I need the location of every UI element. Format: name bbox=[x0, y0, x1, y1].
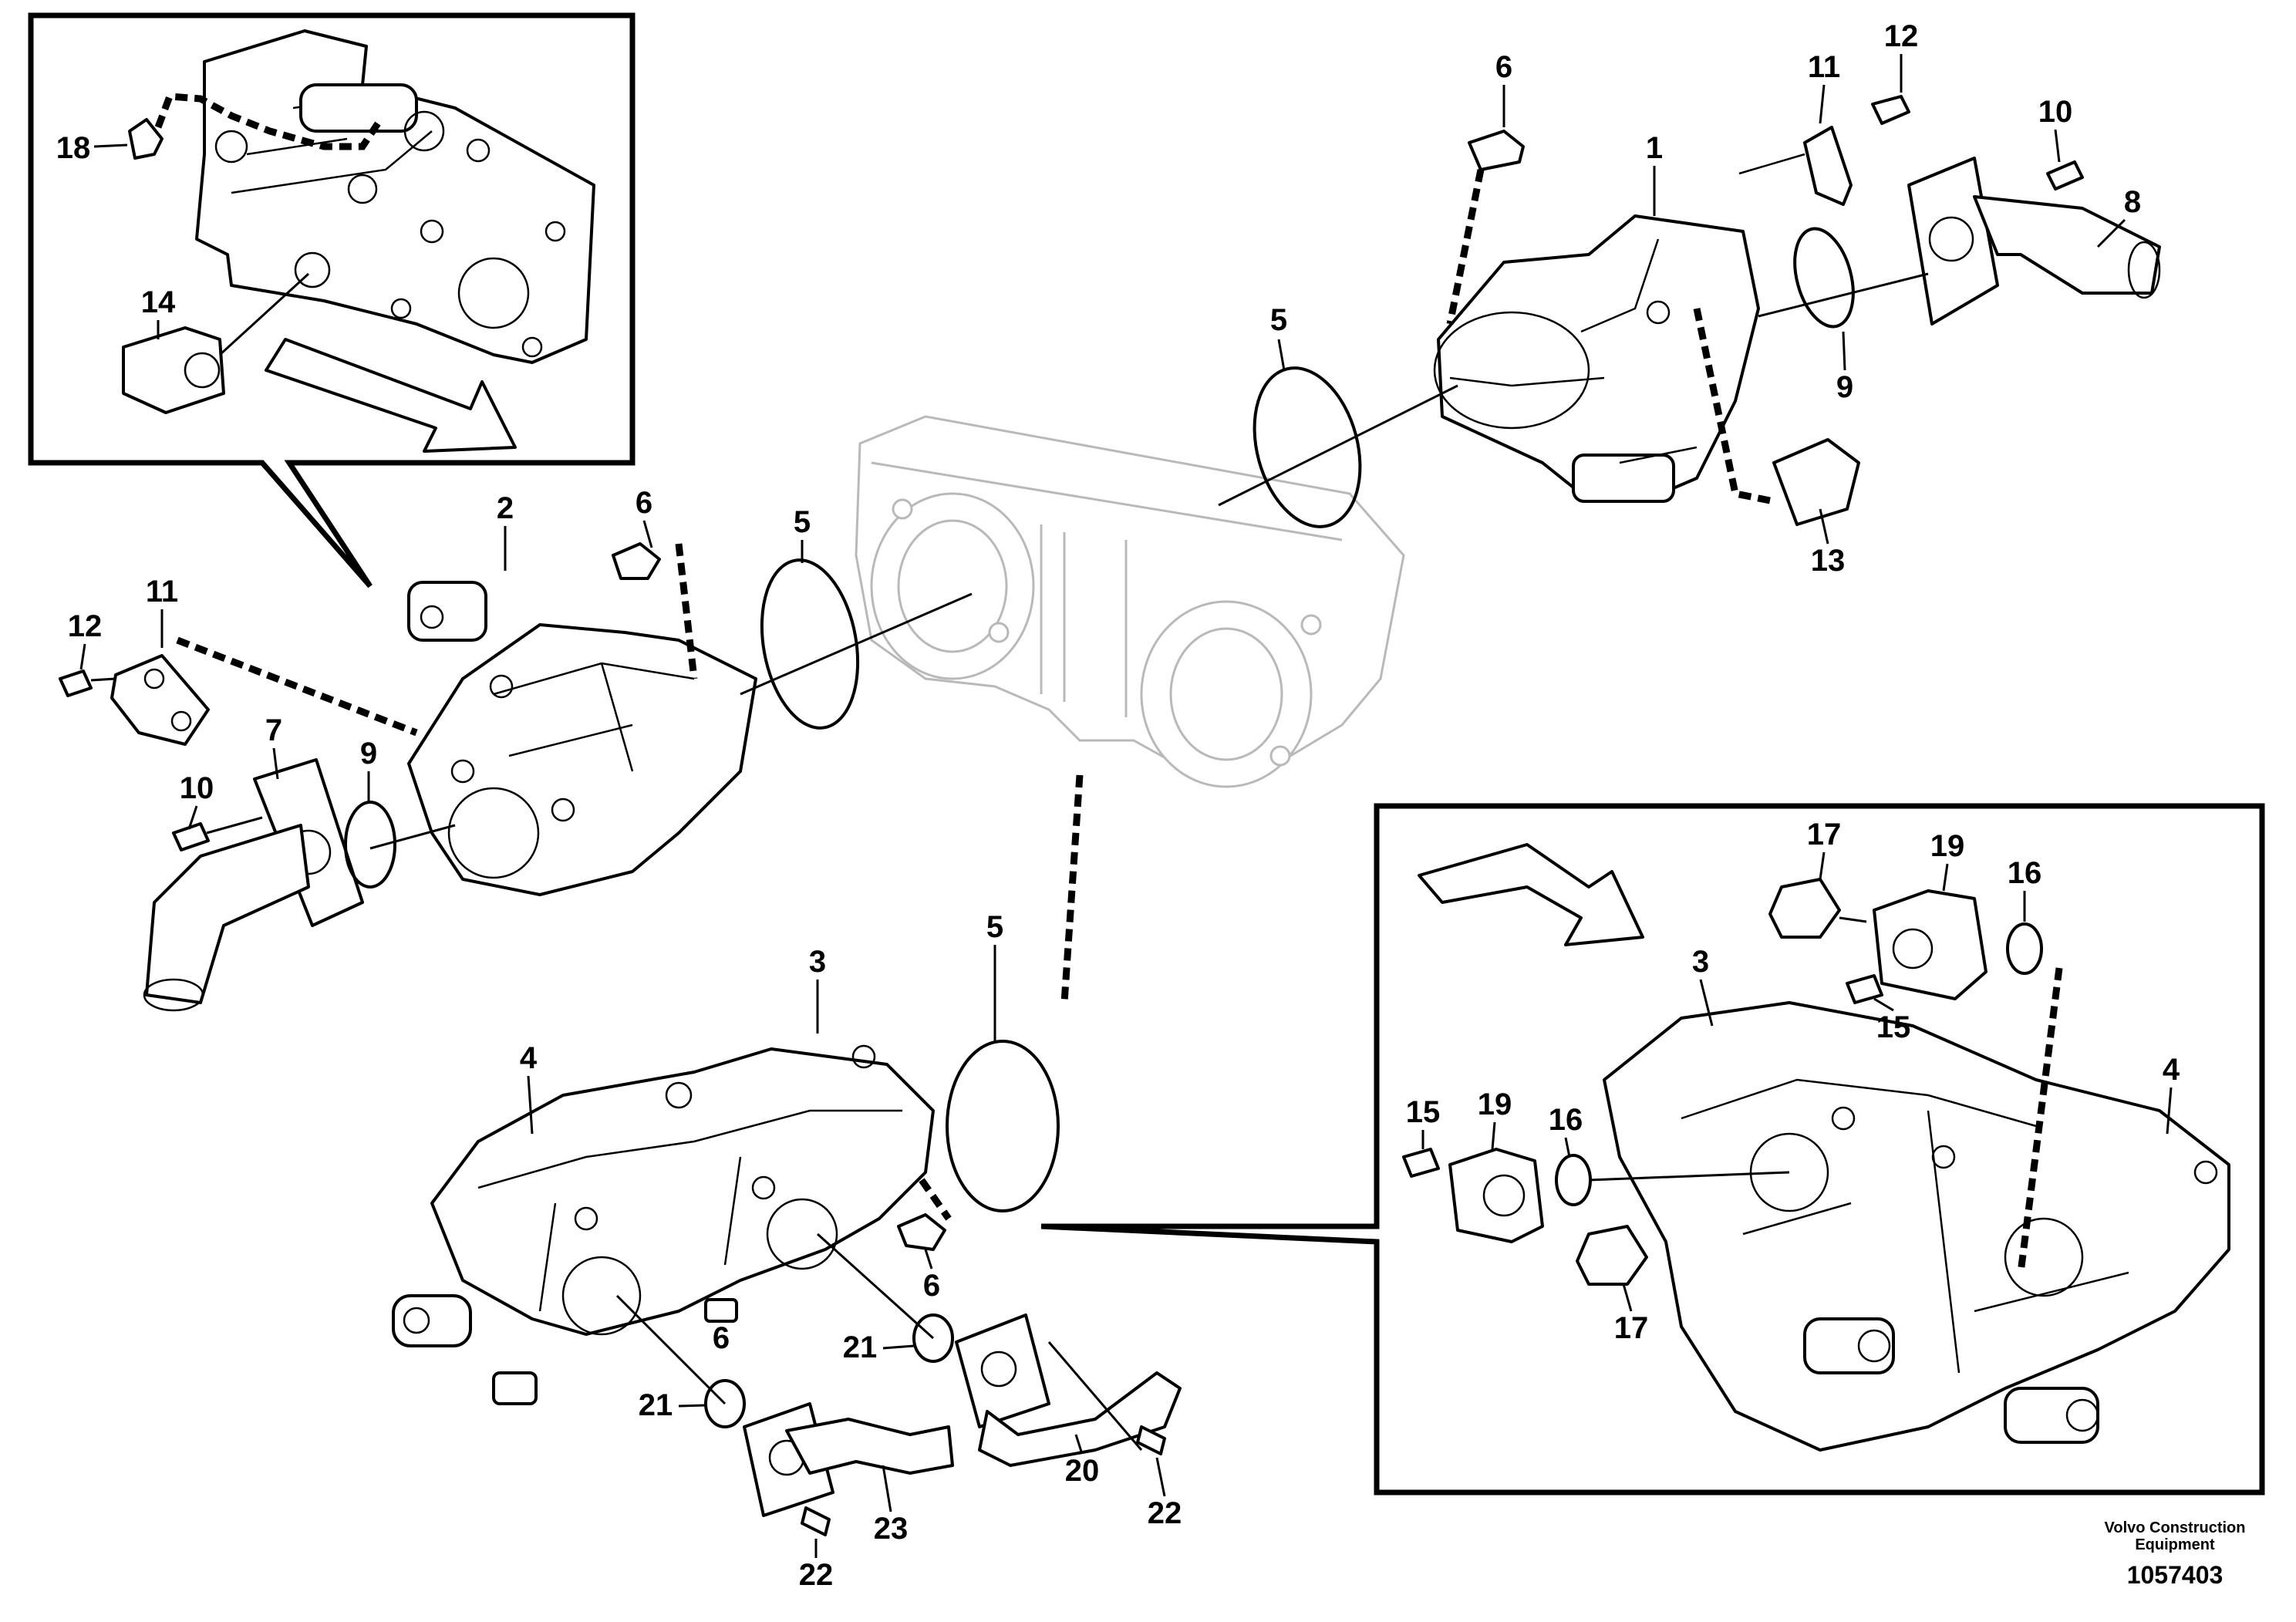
callout-11-top: 11 bbox=[1808, 50, 1840, 84]
pump-1: 1 bbox=[1218, 131, 1760, 507]
brand-name-line-1: Volvo Construction bbox=[2104, 1519, 2246, 1536]
detail-view-top-left: 18 14 bbox=[28, 12, 636, 588]
callout-17-left: 17 bbox=[1614, 1311, 1649, 1345]
bolt-6-middle: 6 bbox=[612, 486, 698, 679]
elbow-8: 8 bbox=[1907, 157, 2161, 325]
callout-15-top: 15 bbox=[1876, 1010, 1911, 1044]
callout-16-left: 16 bbox=[1549, 1103, 1583, 1137]
o-ring-5-middle: 5 bbox=[740, 505, 973, 730]
o-ring-9-top: 9 bbox=[1758, 227, 1929, 404]
callout-17-top: 17 bbox=[1807, 818, 1842, 851]
callout-6-bottom-right: 6 bbox=[923, 1269, 940, 1303]
pump-2: 2 bbox=[407, 491, 757, 896]
callout-12-middle: 12 bbox=[68, 609, 103, 643]
callout-21-right: 21 bbox=[843, 1330, 878, 1364]
bolt-10-middle: 10 bbox=[172, 771, 263, 851]
bolt-6-bottom-left: 6 bbox=[704, 1298, 738, 1355]
callout-2: 2 bbox=[497, 491, 514, 525]
callout-5-top: 5 bbox=[1270, 303, 1287, 337]
fitting-13: 13 bbox=[1693, 308, 1860, 578]
callout-1: 1 bbox=[1646, 131, 1663, 165]
o-ring-9-middle: 9 bbox=[344, 737, 456, 889]
callout-9-top: 9 bbox=[1836, 370, 1853, 404]
callout-19-top: 19 bbox=[1930, 829, 1965, 863]
pump-drive-housing bbox=[855, 415, 1405, 788]
callout-3-detail: 3 bbox=[1692, 945, 1709, 979]
o-ring-5-top: 5 bbox=[1253, 303, 1362, 528]
o-ring-21-right: 21 bbox=[816, 1233, 954, 1364]
o-ring-5-bottom: 5 bbox=[946, 774, 1084, 1212]
bolt-6-top: 6 bbox=[1446, 50, 1525, 325]
callout-5-middle: 5 bbox=[794, 505, 811, 539]
callout-10-middle: 10 bbox=[180, 771, 214, 805]
detail-view-bottom-right: 3 4 17 19 16 15 15 19 16 bbox=[1040, 803, 2265, 1496]
bolt-6-bottom-right: 6 bbox=[897, 1178, 952, 1303]
elbow-7: 7 bbox=[143, 713, 364, 1012]
callout-6-bottom-left: 6 bbox=[713, 1321, 730, 1355]
callout-4-bottom: 4 bbox=[520, 1041, 538, 1075]
flange-half-11-top: 11 12 bbox=[1738, 19, 1919, 206]
callout-22-left: 22 bbox=[799, 1558, 834, 1592]
callout-4-detail: 4 bbox=[2163, 1053, 2180, 1087]
callout-19-left: 19 bbox=[1478, 1088, 1512, 1121]
callout-9-middle: 9 bbox=[360, 737, 377, 771]
callout-22-right: 22 bbox=[1148, 1496, 1182, 1530]
callout-11-middle: 11 bbox=[146, 575, 178, 609]
callout-6-top: 6 bbox=[1495, 50, 1512, 84]
o-ring-21-left: 21 bbox=[615, 1294, 746, 1428]
callout-10-top: 10 bbox=[2038, 95, 2073, 129]
flange-half-11-middle: 11 12 bbox=[59, 575, 418, 746]
callout-18: 18 bbox=[56, 131, 91, 165]
tube-20: 20 bbox=[955, 1313, 1182, 1488]
drawing-number: 1057403 bbox=[2126, 1561, 2224, 1589]
callout-12-top: 12 bbox=[1884, 19, 1919, 53]
pump-3-and-4: 3 4 bbox=[392, 945, 935, 1405]
callout-8: 8 bbox=[2124, 185, 2141, 219]
callout-21-left: 21 bbox=[639, 1388, 673, 1422]
callout-14: 14 bbox=[141, 285, 176, 319]
callout-6-middle: 6 bbox=[636, 486, 652, 520]
callout-23: 23 bbox=[874, 1512, 909, 1546]
tube-23: 23 bbox=[743, 1402, 954, 1546]
brand-name-line-2: Equipment bbox=[2135, 1536, 2215, 1553]
callout-5-bottom: 5 bbox=[986, 910, 1003, 944]
callout-7: 7 bbox=[265, 713, 282, 747]
bolt-22-right: 22 bbox=[1136, 1425, 1182, 1530]
publisher-footer: Volvo Construction Equipment 1057403 bbox=[2052, 1519, 2296, 1592]
callout-15-left: 15 bbox=[1406, 1095, 1441, 1129]
callout-3-bottom: 3 bbox=[809, 945, 826, 979]
bolt-22-left: 22 bbox=[799, 1506, 834, 1592]
callout-13: 13 bbox=[1811, 544, 1846, 578]
bolt-10-top: 10 bbox=[2038, 95, 2084, 191]
callout-16-top: 16 bbox=[2008, 856, 2042, 890]
callout-20: 20 bbox=[1065, 1454, 1100, 1488]
